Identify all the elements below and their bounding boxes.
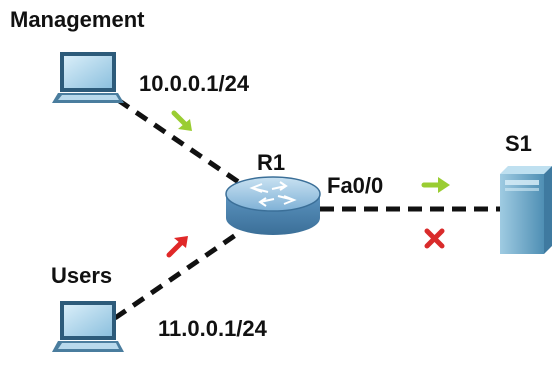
management-ip-label: 10.0.0.1/24 [139, 71, 250, 96]
users-r1-link [113, 229, 242, 321]
users-ip-label: 11.0.0.1/24 [158, 316, 268, 341]
s1-link-arrow-icon [421, 177, 450, 193]
management-laptop-icon[interactable] [52, 52, 124, 103]
fa0-0-interface-label: Fa0/0 [327, 173, 383, 198]
server-icon[interactable] [500, 166, 552, 254]
management-r1-link [116, 97, 242, 186]
server-label: S1 [505, 131, 532, 156]
s1-link-failure-icon [424, 228, 445, 249]
router-icon[interactable] [225, 176, 321, 235]
management-label: Management [10, 7, 145, 32]
router-label: R1 [257, 150, 285, 175]
management-link-arrow-icon [171, 110, 192, 131]
users-laptop-icon[interactable] [52, 301, 124, 352]
users-label: Users [51, 263, 112, 288]
users-link-arrow-icon [166, 236, 188, 258]
